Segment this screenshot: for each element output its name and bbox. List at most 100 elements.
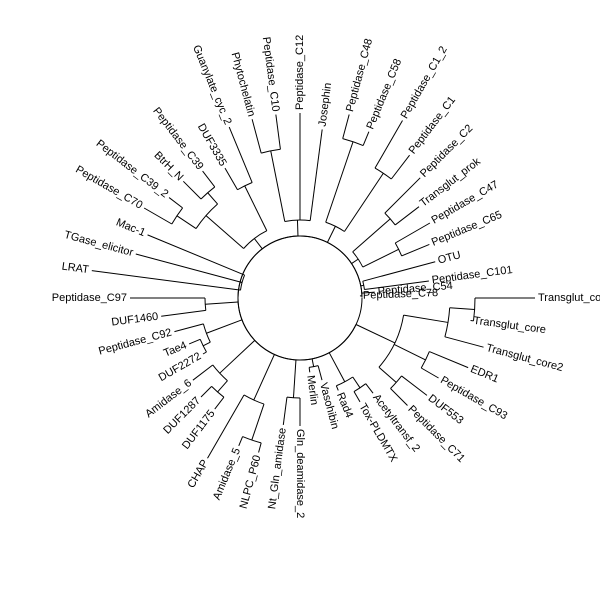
leaf-label-16: CHAP: [185, 458, 211, 490]
branch-79: [270, 150, 286, 222]
branch-arc-38: [243, 394, 265, 405]
branch-39: [219, 340, 256, 374]
branch-24: [311, 358, 315, 367]
branch-1: [403, 314, 449, 323]
branch-9: [429, 351, 469, 369]
leaf-label-24: Peptidase_C97: [52, 292, 127, 304]
branch-arc-112: [237, 235, 363, 361]
branch-10: [420, 367, 439, 379]
leaf-label-33: Guanylate_cyc_2: [190, 43, 234, 126]
branch-arc-7: [444, 307, 451, 337]
branch-54: [161, 309, 206, 317]
branch-97: [352, 218, 391, 253]
branch-14: [390, 388, 408, 406]
leaf-label-36: Peptidase_C12: [294, 35, 306, 110]
branch-19: [365, 383, 374, 394]
branch-32: [253, 354, 275, 401]
branch-63: [205, 215, 244, 249]
branch-99: [394, 206, 420, 226]
branch-arc-82: [261, 148, 281, 154]
branch-arc-100: [384, 212, 396, 226]
branch-80: [251, 119, 262, 154]
branch-arc-71: [200, 186, 216, 200]
branch-8: [393, 343, 426, 361]
branch-66: [168, 197, 183, 209]
leaf-label-15: Amidase_5: [211, 446, 243, 501]
branch-62: [253, 238, 263, 250]
leaf-label-26: TGase_elicitor: [63, 229, 135, 259]
branch-18: [352, 376, 361, 389]
branch-65: [143, 207, 173, 225]
branch-64: [176, 215, 197, 229]
branch-25: [317, 365, 323, 381]
branch-17: [328, 352, 346, 383]
branch-96: [351, 258, 359, 264]
branch-arc-36: [242, 436, 262, 444]
branch-arc-105: [352, 251, 364, 268]
branch-98: [384, 177, 421, 214]
branch-arc-21: [353, 383, 367, 392]
branch-75: [228, 126, 253, 183]
leaf-label-2: Transglut_core2: [485, 342, 565, 374]
leaf-label-22: Peptidase_C92: [97, 327, 173, 358]
branch-89: [362, 131, 370, 146]
branch-30: [282, 397, 288, 425]
branch-arc-76: [237, 182, 253, 191]
branch-59: [135, 253, 243, 283]
branch-48: [202, 351, 207, 355]
branch-arc-104: [394, 242, 403, 257]
branch-35: [238, 436, 244, 447]
branch-84: [309, 129, 323, 221]
branch-arc-11: [420, 351, 430, 369]
branch-arc-113: [237, 235, 363, 361]
branch-arc-15: [390, 375, 402, 389]
branch-68: [207, 192, 218, 205]
branch-arc-52: [202, 323, 211, 343]
branch-arc-67: [171, 207, 183, 225]
branch-74: [224, 167, 238, 190]
branch-69: [182, 180, 202, 200]
branch-arc-43: [211, 386, 225, 398]
branch-41: [214, 396, 225, 410]
branch-51: [174, 323, 204, 333]
branch-103: [401, 243, 430, 257]
branch-arc-77: [243, 230, 268, 249]
leaf-label-3: EDR1: [469, 363, 501, 385]
leaf-label-0: Transglut_core: [538, 292, 600, 304]
branch-60: [147, 234, 245, 276]
branch-40: [217, 380, 228, 393]
branch-86: [326, 226, 336, 243]
leaf-label-11: Merlin: [304, 375, 320, 406]
leaf-label-20: DUF2272: [157, 350, 204, 384]
leaf-label-35: Peptidase_C10: [260, 36, 282, 112]
branch-42: [200, 386, 212, 398]
branch-81: [275, 114, 281, 150]
branch-73: [244, 185, 268, 231]
branch-58: [91, 270, 241, 291]
branch-101: [362, 248, 399, 268]
leaf-label-38: Peptidase_C48: [344, 37, 375, 113]
branch-87: [325, 141, 354, 223]
branch-49: [188, 338, 201, 345]
branch-2: [449, 307, 475, 310]
branch-arc-31: [286, 396, 301, 399]
branch-53: [205, 301, 239, 305]
leaf-label-46: OTU: [437, 249, 463, 267]
branch-108: [364, 280, 429, 291]
branch-46: [206, 319, 243, 334]
branch-arc-61: [240, 274, 246, 291]
branch-13: [401, 375, 428, 396]
branch-20: [353, 391, 361, 403]
leaf-label-12: Gln_deamidase_2: [294, 429, 306, 518]
leaf-label-39: Peptidase_C58: [364, 57, 404, 131]
branch-arc-72: [195, 203, 218, 229]
leaf-label-49: Peptidase_C78: [363, 287, 439, 302]
branch-33: [251, 403, 265, 441]
branch-93: [390, 154, 410, 180]
leaf-label-48: Peptidase_C54: [377, 280, 453, 298]
leaf-label-25: LRAT: [61, 261, 90, 276]
branch-102: [395, 222, 431, 244]
branch-arc-50: [199, 339, 207, 353]
branch-arc-56: [204, 297, 207, 311]
